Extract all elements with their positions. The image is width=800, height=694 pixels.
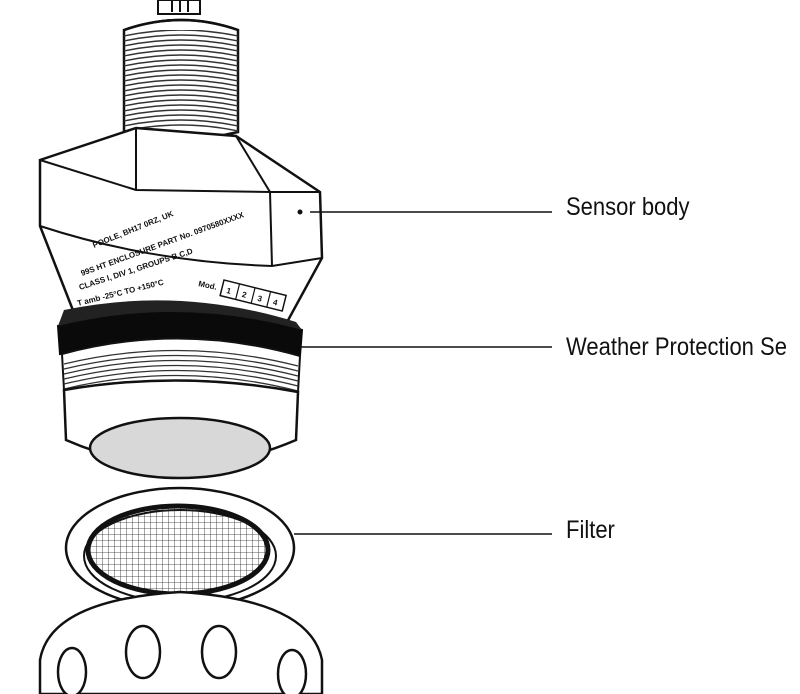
mod-digit-3: 3: [257, 294, 264, 304]
filter-ring: [64, 486, 296, 610]
cable-wires: [157, 0, 201, 15]
sensor-body-hex: [38, 126, 324, 340]
nameplate-mod-boxes: 1 2 3 4: [219, 279, 288, 312]
mod-digit-1: 1: [225, 286, 232, 296]
label-weather-protection-seal: Weather Protection Se: [566, 333, 787, 361]
lower-threads: [60, 337, 302, 394]
threaded-stem: [122, 18, 240, 141]
nameplate-mod-label: Mod.: [198, 279, 218, 292]
transducer-cylinder: [62, 379, 300, 480]
mod-digit-4: 4: [272, 298, 279, 308]
label-filter: Filter: [566, 516, 615, 544]
perforated-shroud: [38, 590, 324, 694]
label-sensor-body: Sensor body: [566, 193, 690, 221]
mod-digit-2: 2: [241, 290, 248, 300]
